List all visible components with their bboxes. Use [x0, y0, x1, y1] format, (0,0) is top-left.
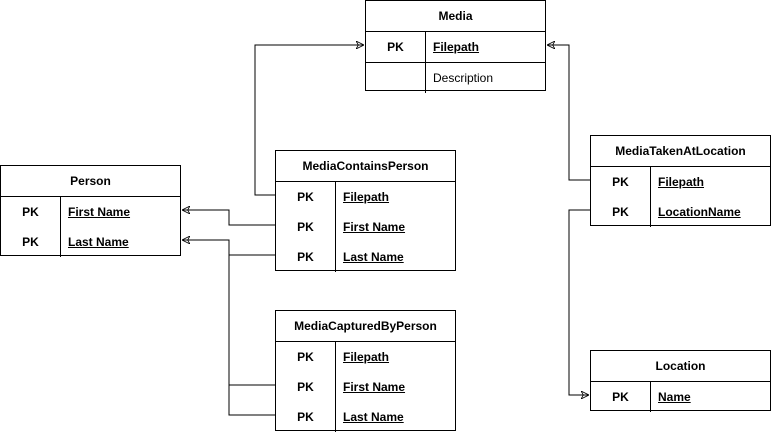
entity-row: PK Last Name — [1, 227, 180, 257]
entity-row: Description — [366, 63, 545, 93]
entity-row: PK Filepath — [366, 32, 545, 63]
entity-row: PK LocationName — [591, 197, 770, 227]
key-label: PK — [276, 402, 336, 432]
key-label: PK — [1, 227, 61, 257]
attribute-name: Description — [433, 71, 494, 85]
attribute-name: Filepath — [433, 40, 480, 54]
connector-captured-first — [228, 240, 275, 386]
attribute-name: First Name — [68, 205, 131, 219]
connector-contains-to-media — [254, 45, 364, 196]
key-label: PK — [591, 382, 651, 412]
entity-title: Location — [591, 351, 770, 382]
key-label: PK — [276, 342, 336, 372]
key-label: PK — [276, 372, 336, 402]
connector-contains-to-person-first — [182, 210, 275, 226]
entity-row: PK First Name — [1, 197, 180, 227]
entity-row: PK First Name — [276, 212, 455, 242]
key-label: PK — [1, 197, 61, 227]
entity-row: PK Last Name — [276, 242, 455, 272]
entity-title: Person — [1, 166, 180, 197]
entity-media[interactable]: Media PK Filepath Description — [365, 0, 546, 93]
attribute-name: Last Name — [343, 250, 404, 264]
key-label: PK — [276, 212, 336, 242]
attribute-name: Filepath — [658, 175, 705, 189]
entity-row: PK Last Name — [276, 402, 455, 432]
entity-row: PK Filepath — [276, 182, 455, 212]
attribute-name: LocationName — [658, 205, 741, 219]
entity-media-taken-at-location[interactable]: MediaTakenAtLocation PK Filepath PK Loca… — [590, 135, 771, 227]
entity-title: MediaCapturedByPerson — [276, 311, 455, 342]
connector-captured-last — [228, 240, 275, 416]
key-label: PK — [276, 182, 336, 212]
entity-media-contains-person[interactable]: MediaContainsPerson PK Filepath PK First… — [275, 150, 456, 272]
attribute-name: Last Name — [343, 410, 404, 424]
entity-row: PK First Name — [276, 372, 455, 402]
attribute-name: First Name — [343, 220, 406, 234]
entity-person[interactable]: Person PK First Name PK Last Name — [0, 165, 181, 257]
entity-row: PK Name — [591, 382, 770, 412]
entity-title: Media — [366, 1, 545, 32]
entity-row: PK Filepath — [276, 342, 455, 372]
attribute-name: Filepath — [343, 190, 390, 204]
attribute-name: Name — [658, 390, 691, 404]
entity-location[interactable]: Location PK Name — [590, 350, 771, 412]
key-label — [366, 63, 426, 93]
key-label: PK — [591, 197, 651, 227]
key-label: PK — [591, 167, 651, 197]
connector-taken-to-location — [568, 209, 590, 395]
attribute-name: Filepath — [343, 350, 390, 364]
key-label: PK — [366, 32, 426, 62]
connector-taken-to-media — [547, 45, 590, 181]
entity-media-captured-by-person[interactable]: MediaCapturedByPerson PK Filepath PK Fir… — [275, 310, 456, 432]
entity-title: MediaContainsPerson — [276, 151, 455, 182]
entity-row: PK Filepath — [591, 167, 770, 197]
key-label: PK — [276, 242, 336, 272]
attribute-name: Last Name — [68, 235, 129, 249]
entity-title: MediaTakenAtLocation — [591, 136, 770, 167]
attribute-name: First Name — [343, 380, 406, 394]
